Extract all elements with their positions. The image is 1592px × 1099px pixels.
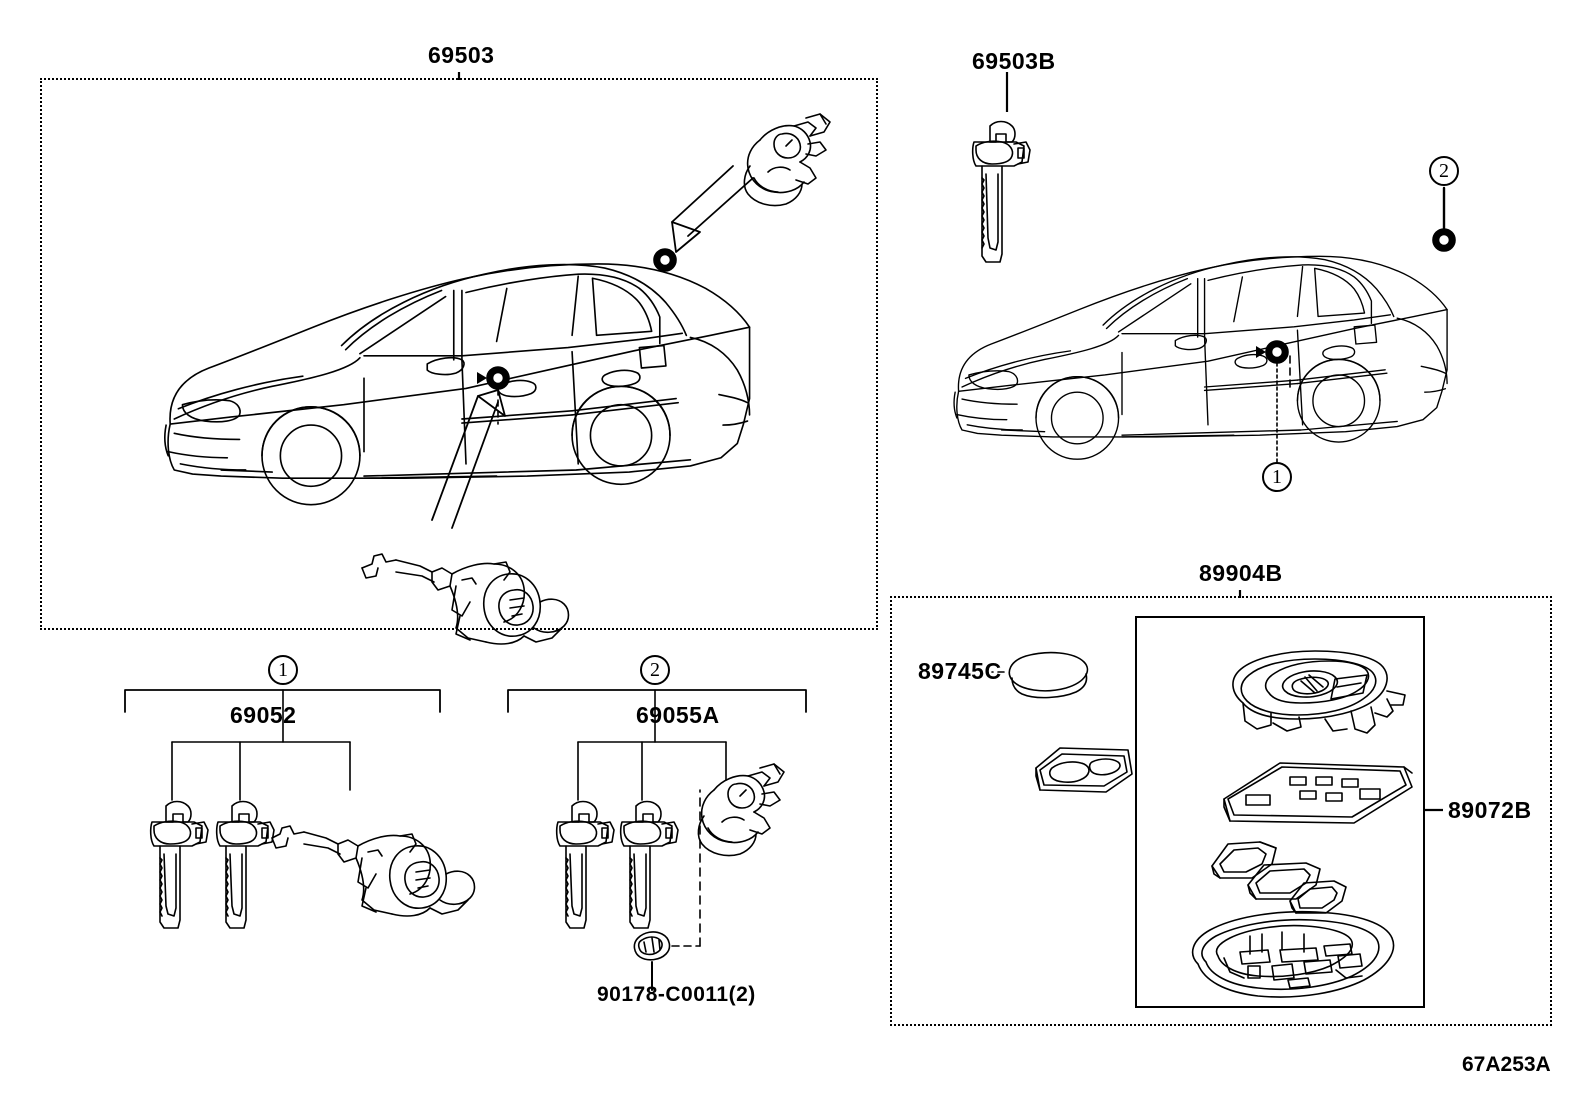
group-2-trunk-lock-cylinder <box>697 763 785 857</box>
callout-number-2-car: 2 <box>1429 156 1459 186</box>
label-69503B: 69503B <box>972 48 1056 74</box>
group-2-key-a <box>555 800 615 929</box>
transmitter-assembly-panel <box>890 596 1552 1026</box>
callout-number-1-car: 1 <box>1262 462 1292 492</box>
label-69052: 69052 <box>230 702 297 728</box>
key-blank-part <box>971 120 1031 263</box>
car-illustration-right <box>953 255 1448 460</box>
label-89072B: 89072B <box>1448 797 1532 823</box>
group-1-key-b <box>215 800 275 929</box>
group-1-key-a <box>149 800 209 929</box>
transmitter-housing-panel <box>1135 616 1425 1008</box>
label-89745C: 89745C <box>918 658 1002 684</box>
callout-number-1-group: 1 <box>268 655 298 685</box>
group-1-lock-cylinder <box>271 825 476 917</box>
label-nut-part-number: 90178-C0011(2) <box>597 983 756 1006</box>
diagram-id: 67A253A <box>1462 1053 1551 1076</box>
group-2-key-b <box>619 800 679 929</box>
callout-1-leader <box>1256 340 1291 463</box>
callout-2-leader <box>1432 186 1456 252</box>
callout-number-2-group: 2 <box>640 655 670 685</box>
nut-fastener-part <box>633 789 701 991</box>
label-89904B: 89904B <box>1199 560 1283 586</box>
lock-cylinder-set-panel <box>40 78 878 630</box>
label-69055A: 69055A <box>636 702 720 728</box>
label-69503: 69503 <box>428 42 495 68</box>
